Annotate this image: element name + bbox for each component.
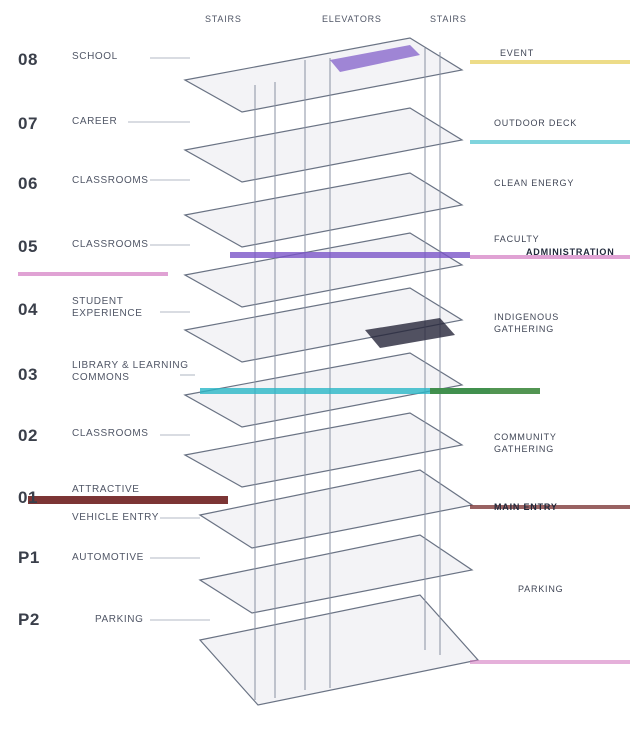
right-label-event: EVENT: [500, 48, 535, 58]
level-p1-label: AUTOMOTIVE: [72, 552, 144, 563]
level-01-label: ATTRACTIVE: [72, 484, 140, 495]
level-08-label: SCHOOL: [72, 51, 118, 62]
level-04-label: STUDENT EXPERIENCE: [72, 296, 143, 319]
accent-band-right-1: [470, 60, 630, 64]
level-01-extra-label: VEHICLE ENTRY: [72, 512, 160, 523]
accent-band-right-2: [470, 140, 630, 144]
floor-plate-05: [183, 232, 464, 308]
floor-plate-04: [183, 287, 464, 363]
right-label-main-entry: MAIN ENTRY: [494, 502, 558, 512]
level-p2-label: PARKING: [95, 614, 144, 625]
level-06-code: 06: [18, 174, 38, 193]
floor-plate-p2: [198, 594, 480, 706]
level-p2-code: P2: [18, 610, 40, 629]
stairs-left-label: STAIRS: [205, 14, 242, 24]
right-label-community: COMMUNITY: [494, 432, 557, 442]
level-06-label: CLASSROOMS: [72, 175, 149, 186]
accent-band-right-5: [470, 660, 630, 664]
level-04-code: 04: [18, 300, 38, 319]
right-label-clean-energy: CLEAN ENERGY: [494, 178, 575, 188]
accent-plate-08: [330, 45, 420, 72]
level-05-code: 05: [18, 237, 38, 256]
floor-plate-08: [183, 37, 464, 113]
right-label-indigenous: INDIGENOUS: [494, 312, 560, 322]
accent-plate-04: [365, 318, 455, 348]
right-label-faculty: FACULTY: [494, 234, 540, 244]
right-label-parking: PARKING: [518, 584, 564, 594]
right-label-gathering-2: GATHERING: [494, 444, 555, 454]
elevators-label: ELEVATORS: [322, 14, 382, 24]
level-01-code: 01: [18, 488, 38, 507]
level-03-label: LIBRARY & LEARNING COMMONS: [72, 360, 189, 383]
level-07-label: CAREER: [72, 116, 118, 127]
floor-plate-06: [183, 172, 464, 248]
stairs-right-label: STAIRS: [430, 14, 467, 24]
accent-band-right-4: [470, 505, 630, 509]
right-label-administration: ADMINISTRATION: [526, 247, 615, 257]
floor-plate-p1: [198, 534, 474, 614]
right-label-gathering: GATHERING: [494, 324, 555, 334]
accent-band-04: [18, 272, 168, 276]
level-03-code: 03: [18, 365, 38, 384]
accent-band-01: [28, 496, 228, 504]
floor-plate-02: [183, 412, 464, 488]
floor-plate-07: [183, 107, 464, 183]
level-08-code: 08: [18, 50, 38, 69]
accent-band-03: [200, 388, 490, 394]
level-05-label: CLASSROOMS: [72, 239, 149, 250]
right-label-outdoor-deck: OUTDOOR DECK: [494, 118, 578, 128]
level-p1-code: P1: [18, 548, 40, 567]
level-07-code: 07: [18, 114, 38, 133]
level-02-code: 02: [18, 426, 38, 445]
accent-band-05: [230, 252, 470, 258]
accent-band-03b: [430, 388, 540, 394]
level-02-label: CLASSROOMS: [72, 428, 149, 439]
accent-band-right-3: [470, 255, 630, 259]
